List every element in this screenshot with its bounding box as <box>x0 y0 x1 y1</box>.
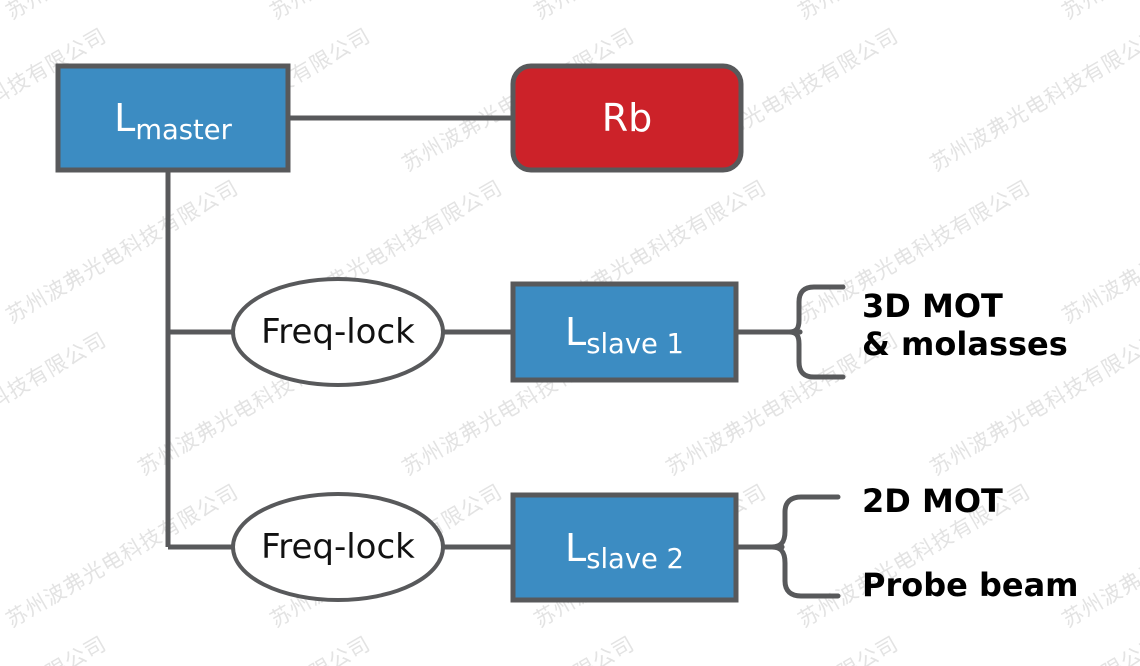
node-reference-cell[interactable] <box>510 63 744 173</box>
connector-lines <box>165 115 800 550</box>
master-laser-hit-area[interactable] <box>58 66 288 170</box>
node-freq-lock-2[interactable] <box>231 492 445 602</box>
output-brace-2-upper-arm <box>769 494 841 550</box>
freq-lock-1-hit-area[interactable] <box>233 279 443 385</box>
node-slave-laser-2[interactable] <box>510 492 739 603</box>
output-brace-2-lower-arm <box>769 544 841 599</box>
output-brace-1-upper-arm <box>786 284 846 335</box>
slave-laser-2-hit-area[interactable] <box>513 495 736 600</box>
output-label-probe-beam: Probe beam <box>862 566 1079 605</box>
output-label-3d-mot-line2: & molasses <box>862 324 1068 363</box>
output-label-2d-mot: 2D MOT <box>862 482 1003 521</box>
output-label-2d-mot-line1: 2D MOT <box>862 482 1003 520</box>
output-label-3d-mot-line1: 3D MOT <box>862 287 1003 325</box>
output-label-3d-mot: 3D MOT & molasses <box>862 287 1068 364</box>
node-master-laser[interactable] <box>55 63 291 173</box>
output-brace-1-lower-arm <box>786 329 846 380</box>
slave-laser-1-hit-area[interactable] <box>513 284 736 380</box>
node-slave-laser-1[interactable] <box>510 281 739 383</box>
output-label-probe-beam-line1: Probe beam <box>862 566 1079 604</box>
node-freq-lock-1[interactable] <box>231 277 445 387</box>
reference-cell-hit-area[interactable] <box>513 66 741 170</box>
freq-lock-2-hit-area[interactable] <box>233 494 443 600</box>
